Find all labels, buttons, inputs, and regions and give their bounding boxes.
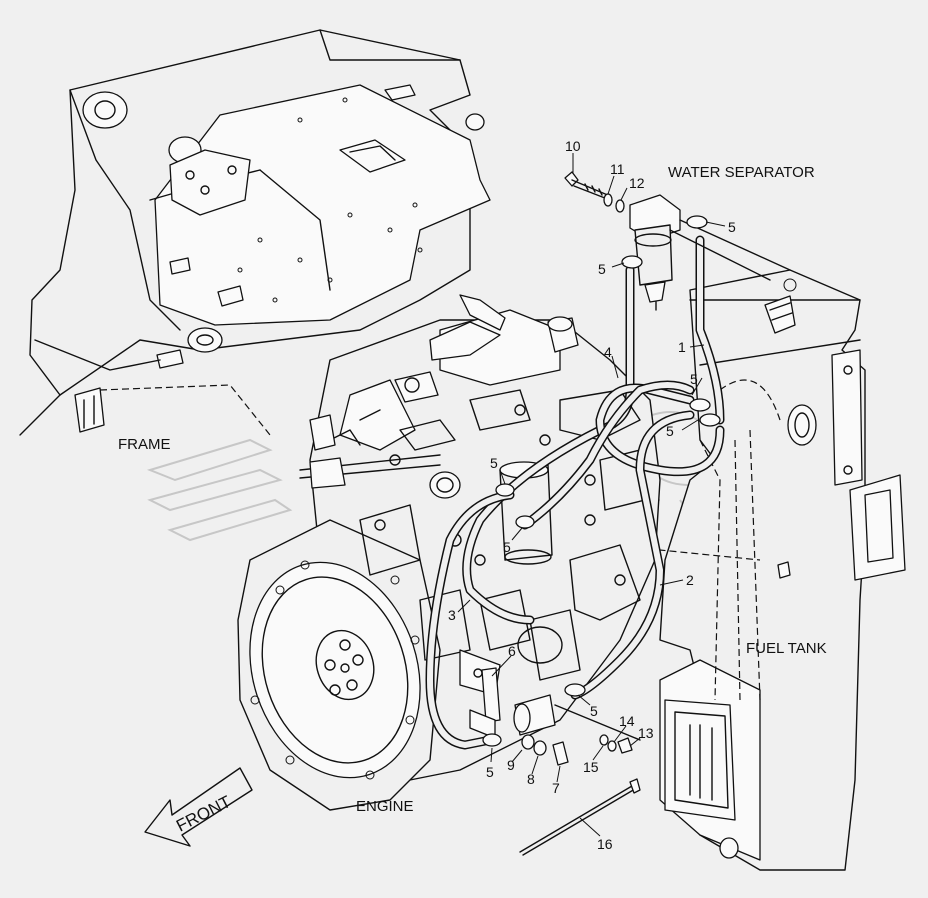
fuel-tank-label: FUEL TANK — [746, 640, 827, 657]
callout-16: 16 — [597, 836, 613, 852]
callout-3: 3 — [448, 607, 456, 623]
callout-5-upper: 5 — [690, 371, 698, 387]
callout-5-filter: 5 — [503, 539, 511, 555]
callout-10: 10 — [565, 138, 581, 154]
frame-assembly — [19, 29, 491, 436]
front-arrow: FRONT — [144, 767, 253, 847]
callout-5-bracket: 5 — [590, 703, 598, 719]
callout-5-mid: 5 — [666, 423, 674, 439]
callout-1: 1 — [678, 339, 686, 355]
mounting-hardware — [469, 398, 721, 856]
callout-8: 8 — [527, 771, 535, 787]
callout-14: 14 — [619, 713, 635, 729]
callout-12: 12 — [629, 175, 645, 191]
fuel-hoses — [425, 235, 725, 750]
callout-5-left: 5 — [598, 261, 606, 277]
callout-2: 2 — [686, 572, 694, 588]
water-separator-label: WATER SEPARATOR — [668, 164, 815, 181]
callout-6: 6 — [508, 643, 516, 659]
callout-9: 9 — [507, 757, 515, 773]
engine-label: ENGINE — [356, 798, 414, 815]
callout-5-bottom: 5 — [486, 764, 494, 780]
callout-7: 7 — [552, 780, 560, 796]
callout-15: 15 — [583, 759, 599, 775]
callout-13: 13 — [638, 725, 654, 741]
callout-numbers: 10 11 12 5 5 1 4 5 5 5 5 2 3 6 5 5 9 8 7… — [448, 138, 736, 852]
engine-assembly — [237, 294, 661, 811]
frame-label: FRAME — [118, 436, 171, 453]
callout-5-separator: 5 — [728, 219, 736, 235]
callout-5-engine: 5 — [490, 455, 498, 471]
callout-4: 4 — [604, 344, 612, 360]
callout-11: 11 — [610, 161, 625, 177]
callout-leaders — [457, 153, 726, 837]
